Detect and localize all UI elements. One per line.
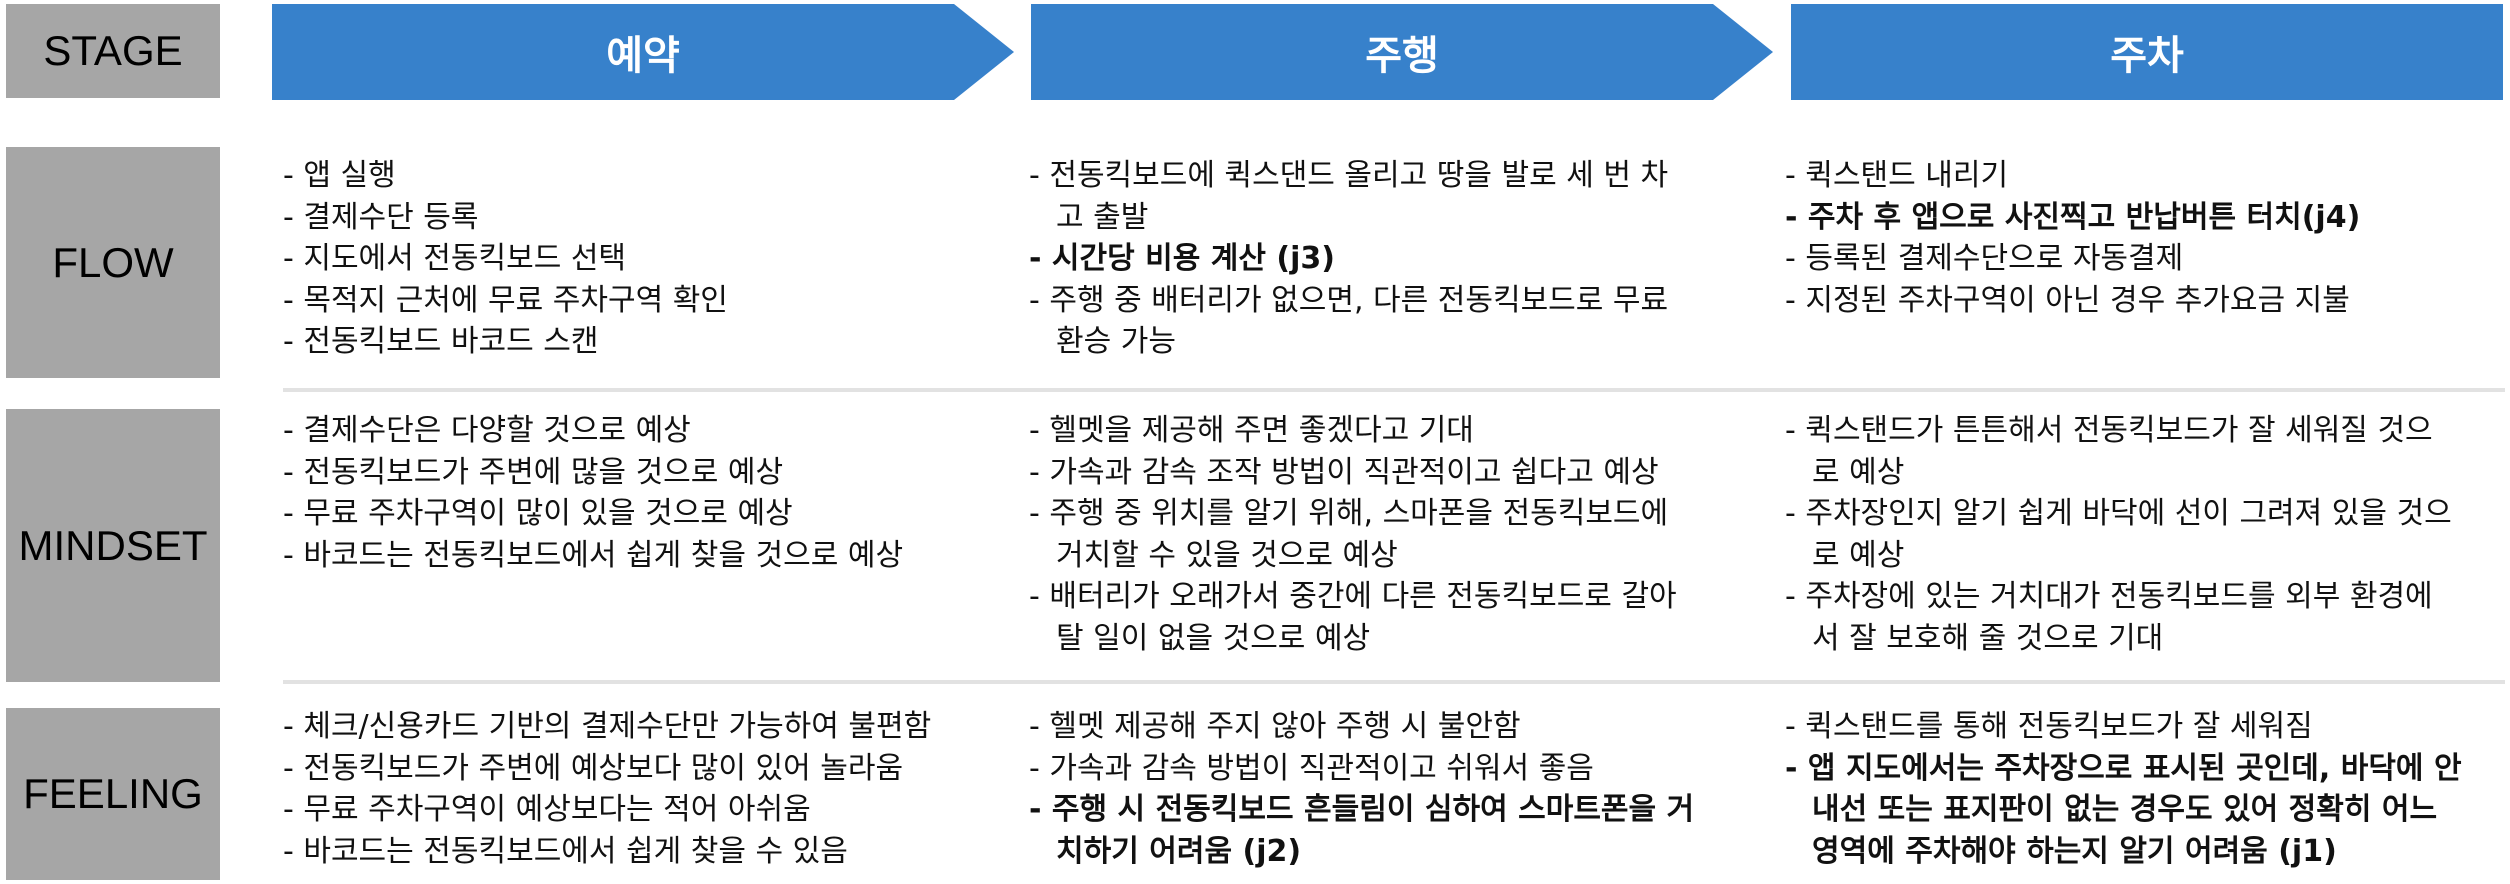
list-item: - 결제수단은 다양할 것으로 예상 — [283, 413, 691, 448]
list-item: - 전동킥보드 바코드 스캔 — [283, 324, 599, 360]
stage-chevron-shape — [1031, 4, 1773, 100]
stage-chevron-shape — [272, 4, 1014, 100]
stage-banner-riding: 주행 — [1031, 4, 1773, 100]
stage-label: 주행 — [1365, 33, 1439, 79]
row-label-mindset: MINDSET — [6, 409, 220, 682]
flow-cell-parking: - 퀵스탠드 내리기 - 주차 후 앱으로 사진찍고 반납버튼 터치(j4) - 등… — [1785, 155, 2360, 321]
row-separator — [283, 680, 2505, 684]
stage-banner-parking: 주차 — [1791, 4, 2503, 100]
row-label-flow: FLOW — [6, 147, 220, 378]
list-item: - 헬멧 제공해 주지 않아 주행 시 불안함 — [1029, 709, 1521, 744]
list-item: - 퀵스탠드가 튼튼해서 전동킥보드가 잘 세워질 것으 — [1785, 413, 2433, 448]
list-item: - 등록된 결제수단으로 자동결제 — [1785, 241, 2184, 277]
stage-banner-reservation: 예약 — [272, 4, 1014, 100]
list-item: - 주행 중 위치를 알기 위해, 스마폰을 전동킥보드에 — [1029, 496, 1669, 532]
list-item: - 체크/신용카드 기반의 결제수단만 가능하여 불편함 — [283, 709, 932, 744]
row-label-stage: STAGE — [6, 4, 220, 98]
stage-box-shape — [1791, 4, 2503, 100]
list-item: - 시간당 비용 계산 (j3) — [1029, 241, 1336, 277]
row-label-feeling: FEELING — [6, 708, 220, 880]
list-item: - 무료 주차구역이 많이 있을 것으로 예상 — [283, 496, 793, 532]
list-item: - 무료 주차구역이 예상보다는 적어 아쉬움 — [283, 792, 811, 828]
mindset-cell-riding: - 헬멧을 제공해 주면 좋겠다고 기대 - 가속과 감속 조작 방법이 직관적이… — [1029, 410, 1677, 660]
list-item-continuation: 로 예상 — [1812, 537, 1905, 573]
list-item: - 주차 후 앱으로 사진찍고 반납버튼 터치(j4) — [1785, 199, 2361, 235]
feeling-cell-riding: - 헬멧 제공해 주지 않아 주행 시 불안함 - 가속과 감속 방법이 직관적이… — [1029, 706, 1694, 872]
list-item-continuation: 거치할 수 있을 것으로 예상 — [1056, 537, 1398, 573]
list-item-continuation: 탈 일이 없을 것으로 예상 — [1056, 620, 1371, 656]
list-item-continuation: 치하기 어려움 (j2) — [1056, 833, 1302, 869]
list-item-continuation: 내선 또는 표지판이 없는 경우도 있어 정확히 어느 — [1812, 792, 2438, 828]
list-item: - 전동킥보드가 주변에 많을 것으로 예상 — [283, 454, 784, 490]
list-item: - 퀵스탠드를 통해 전동킥보드가 잘 세워짐 — [1785, 709, 2313, 744]
list-item: - 주차장인지 알기 쉽게 바닥에 선이 그려져 있을 것으 — [1785, 496, 2452, 532]
list-item-continuation: 환승 가능 — [1056, 324, 1176, 360]
list-item: - 결제수단 등록 — [283, 199, 479, 235]
list-item: - 바코드는 전동킥보드에서 쉽게 찾을 수 있음 — [283, 833, 848, 869]
list-item-continuation: 서 잘 보호해 줄 것으로 기대 — [1812, 620, 2164, 656]
list-item: - 퀵스탠드 내리기 — [1785, 158, 2009, 193]
list-item: - 앱 지도에서는 주차장으로 표시된 곳인데, 바닥에 안 — [1785, 750, 2462, 786]
list-item: - 헬멧을 제공해 주면 좋겠다고 기대 — [1029, 413, 1474, 448]
list-item: - 지정된 주차구역이 아닌 경우 추가요금 지불 — [1785, 282, 2350, 318]
list-item: - 전동킥보드가 주변에 예상보다 많이 있어 놀라움 — [283, 750, 904, 786]
list-item: - 주행 시 전동킥보드 흔들림이 심하여 스마트폰을 거 — [1029, 792, 1695, 828]
list-item-continuation: 영역에 주차해야 하는지 알기 어려움 (j1) — [1812, 833, 2337, 869]
list-item: - 앱 실행 — [283, 158, 396, 193]
list-item: - 배터리가 오래가서 중간에 다른 전동킥보드로 갈아 — [1029, 579, 1677, 615]
list-item: - 가속과 감속 방법이 직관적이고 쉬워서 좋음 — [1029, 750, 1594, 786]
list-item: - 주차장에 있는 거치대가 전동킥보드를 외부 환경에 — [1785, 579, 2433, 615]
list-item: - 주행 중 배터리가 없으면, 다른 전동킥보드로 무료 — [1029, 282, 1669, 318]
mindset-cell-reservation: - 결제수단은 다양할 것으로 예상 - 전동킥보드가 주변에 많을 것으로 예상… — [283, 410, 903, 576]
list-item-continuation: 로 예상 — [1812, 454, 1905, 490]
row-separator — [283, 388, 2505, 392]
list-item: - 가속과 감속 조작 방법이 직관적이고 쉽다고 예상 — [1029, 454, 1659, 490]
feeling-cell-reservation: - 체크/신용카드 기반의 결제수단만 가능하여 불편함 - 전동킥보드가 주변에… — [283, 706, 931, 872]
list-item: - 목적지 근처에 무료 주차구역 확인 — [283, 282, 728, 318]
stage-label: 주차 — [2110, 33, 2184, 79]
flow-cell-reservation: - 앱 실행 - 결제수단 등록 - 지도에서 전동킥보드 선택 - 목적지 근처에 … — [283, 155, 728, 363]
feeling-cell-parking: - 퀵스탠드를 통해 전동킥보드가 잘 세워짐 - 앱 지도에서는 주차장으로 표… — [1785, 706, 2462, 872]
list-item: - 지도에서 전동킥보드 선택 — [283, 241, 627, 277]
list-item-continuation: 고 출발 — [1056, 199, 1149, 235]
list-item: - 바코드는 전동킥보드에서 쉽게 찾을 것으로 예상 — [283, 537, 904, 573]
stage-label: 예약 — [606, 33, 680, 79]
list-item: - 전동킥보드에 퀵스댄드 올리고 땅을 발로 세 번 차 — [1029, 158, 1669, 193]
